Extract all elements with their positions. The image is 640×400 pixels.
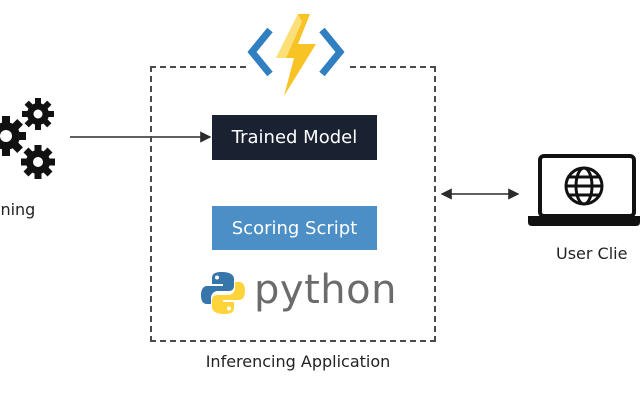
python-logo-icon: [201, 272, 245, 314]
laptop-globe-icon: [528, 154, 640, 226]
azure-functions-icon: [246, 10, 346, 100]
user-client-label: User Clie: [556, 244, 628, 263]
trained-model-box: Trained Model: [212, 115, 377, 160]
python-wordmark: python: [254, 267, 397, 313]
inferencing-application-label: Inferencing Application: [205, 352, 391, 371]
scoring-script-label: Scoring Script: [231, 217, 358, 239]
trained-model-label: Trained Model: [231, 127, 358, 148]
scoring-script-box: Scoring Script: [212, 206, 377, 250]
gears-icon: [0, 98, 55, 179]
training-label: ining: [0, 200, 36, 219]
